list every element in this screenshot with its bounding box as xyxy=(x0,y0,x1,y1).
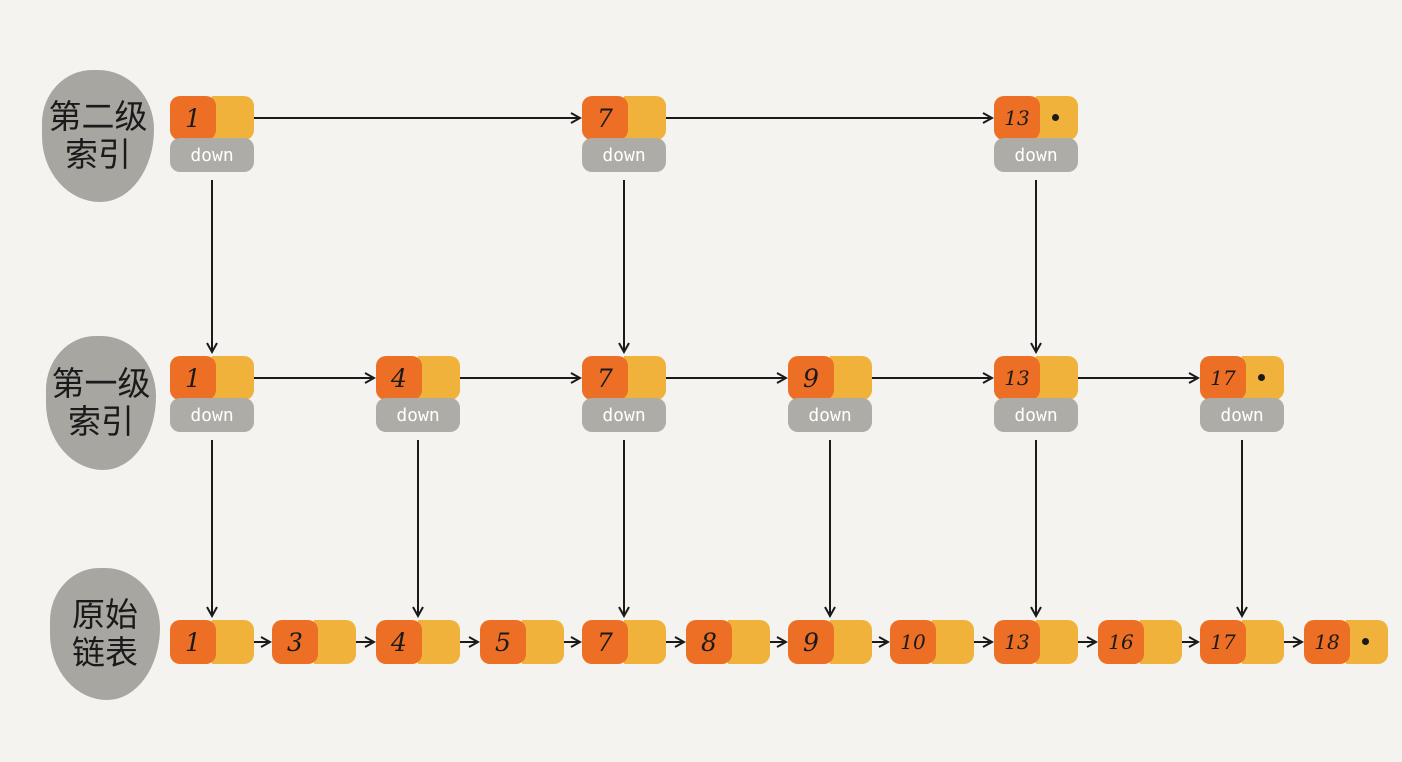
node-next-pointer xyxy=(1036,620,1078,664)
node-key: 4 xyxy=(376,356,422,400)
down-pointer-label: down xyxy=(582,138,666,172)
base-label-line2: 链表 xyxy=(72,633,138,672)
down-pointer-label: down xyxy=(170,138,254,172)
down-pointer-label: down xyxy=(376,398,460,432)
node-next-pointer xyxy=(212,356,254,400)
node-key: 8 xyxy=(686,620,732,664)
node-key: 1 xyxy=(170,620,216,664)
node-key: 1 xyxy=(170,96,216,140)
node-key: 16 xyxy=(1098,620,1144,664)
node-key: 13 xyxy=(994,356,1040,400)
level2-index-label: 第二级 索引 xyxy=(42,70,154,202)
node-next-pointer xyxy=(830,356,872,400)
base-node-13: 13 xyxy=(994,620,1078,664)
node-key: 13 xyxy=(994,96,1040,140)
base-node-18: 18 xyxy=(1304,620,1388,664)
node-key: 9 xyxy=(788,356,834,400)
node-next-pointer xyxy=(932,620,974,664)
node-next-pointer xyxy=(522,620,564,664)
node-next-pointer xyxy=(212,96,254,140)
base-node-8: 8 xyxy=(686,620,770,664)
node-key: 9 xyxy=(788,620,834,664)
node-key: 17 xyxy=(1200,620,1246,664)
node-key: 7 xyxy=(582,96,628,140)
level2-label-line1: 第二级 xyxy=(48,97,148,137)
node-next-pointer xyxy=(1140,620,1182,664)
node-next-pointer xyxy=(728,620,770,664)
node-next-pointer xyxy=(830,620,872,664)
base-label-line1: 原始 xyxy=(72,595,138,635)
node-key: 1 xyxy=(170,356,216,400)
down-pointer-label: down xyxy=(994,138,1078,172)
base-node-5: 5 xyxy=(480,620,564,664)
down-pointer-label: down xyxy=(582,398,666,432)
node-next-pointer xyxy=(624,356,666,400)
node-next-pointer xyxy=(624,96,666,140)
base-list-label: 原始 链表 xyxy=(50,568,160,700)
node-next-pointer xyxy=(212,620,254,664)
node-next-pointer xyxy=(314,620,356,664)
node-key: 5 xyxy=(480,620,526,664)
base-node-3: 3 xyxy=(272,620,356,664)
level2-label-line2: 索引 xyxy=(65,135,131,174)
node-key: 7 xyxy=(582,356,628,400)
node-key: 13 xyxy=(994,620,1040,664)
node-key: 4 xyxy=(376,620,422,664)
down-pointer-label: down xyxy=(1200,398,1284,432)
base-node-17: 17 xyxy=(1200,620,1284,664)
node-next-pointer xyxy=(418,620,460,664)
base-node-10: 10 xyxy=(890,620,974,664)
node-next-pointer xyxy=(1242,620,1284,664)
node-next-pointer xyxy=(418,356,460,400)
down-pointer-label: down xyxy=(170,398,254,432)
null-pointer-dot xyxy=(1258,374,1265,381)
down-pointer-label: down xyxy=(994,398,1078,432)
down-pointer-label: down xyxy=(788,398,872,432)
base-node-7: 7 xyxy=(582,620,666,664)
null-pointer-dot xyxy=(1362,638,1369,645)
base-node-16: 16 xyxy=(1098,620,1182,664)
node-key: 7 xyxy=(582,620,628,664)
level1-label-line2: 索引 xyxy=(68,402,134,441)
level1-label-line1: 第一级 xyxy=(51,364,151,404)
node-key: 3 xyxy=(272,620,318,664)
node-key: 18 xyxy=(1304,620,1350,664)
base-node-1: 1 xyxy=(170,620,254,664)
node-next-pointer xyxy=(1036,356,1078,400)
node-key: 10 xyxy=(890,620,936,664)
level1-index-label: 第一级 索引 xyxy=(46,336,156,470)
null-pointer-dot xyxy=(1052,114,1059,121)
base-node-4: 4 xyxy=(376,620,460,664)
node-key: 17 xyxy=(1200,356,1246,400)
base-node-9: 9 xyxy=(788,620,872,664)
node-next-pointer xyxy=(624,620,666,664)
